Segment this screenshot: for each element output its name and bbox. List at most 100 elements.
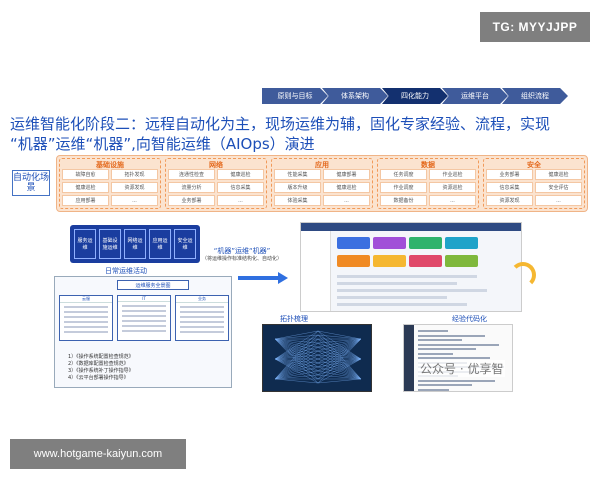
code-line	[418, 384, 472, 386]
scene-item: 健康巡检	[62, 182, 109, 193]
automation-scenes: 基础设施故障自愈拓扑发现健康巡检资源发现应用部署...网络连通性检查健康巡检流量…	[56, 155, 588, 212]
scene-item: 数据备份	[380, 195, 427, 206]
code-line	[418, 352, 453, 355]
scene-category: 数据任务调度作业巡检作业调度资源巡检数据备份...	[377, 158, 479, 209]
dash-card	[373, 255, 406, 267]
org-line	[122, 325, 166, 327]
scene-item: 健康巡检	[323, 182, 370, 193]
topology-edge	[317, 358, 362, 368]
dash-card	[445, 237, 478, 249]
scene-item: 业务部署	[486, 169, 533, 180]
scene-item: 体验采集	[274, 195, 321, 206]
scene-item: ...	[429, 195, 476, 206]
dash-card	[409, 255, 442, 267]
nav-step[interactable]: 原则与目标	[262, 88, 328, 104]
scene-item: 健康巡检	[217, 169, 264, 180]
category-name: 基础设施	[96, 161, 124, 169]
topology-edge	[317, 338, 362, 348]
org-line	[180, 321, 224, 323]
dash-row	[337, 282, 457, 285]
scene-item: 业务部署	[168, 195, 215, 206]
scene-item: 作业巡检	[429, 169, 476, 180]
topology-edge	[274, 338, 319, 372]
scene-item: 资源发现	[111, 182, 158, 193]
topology-edge	[274, 338, 319, 348]
topology-edge	[317, 338, 362, 372]
doc-item: 2）《数据库配置检查规范》	[68, 361, 129, 367]
scene-item: 信息采集	[486, 182, 533, 193]
scene-category: 安全业务部署健康巡检信息采集安全评估资源发现...	[483, 158, 585, 209]
arrow-right-icon	[238, 272, 288, 284]
topology-edge	[317, 338, 362, 368]
watermark-badge: TG: MYYJJPP	[480, 12, 590, 42]
daily-ops-label: 日常运维活动	[105, 267, 147, 275]
code-label: 经验代码化	[452, 315, 487, 323]
topology-edge	[317, 338, 362, 380]
topology-edge	[317, 358, 362, 384]
topology-edge	[317, 330, 362, 340]
org-column-head: 业务	[176, 296, 228, 303]
code-line	[418, 357, 490, 359]
org-column: 业务	[175, 295, 229, 341]
org-line	[122, 315, 166, 317]
org-line	[180, 316, 224, 318]
topology-edge	[274, 358, 319, 384]
dash-row	[337, 275, 477, 278]
topology-edge	[317, 334, 362, 340]
donut-chart	[510, 262, 536, 288]
org-line	[122, 330, 166, 332]
topology-edge	[317, 338, 362, 344]
topology-edge	[274, 338, 319, 356]
code-line	[418, 343, 499, 346]
org-line	[64, 321, 108, 323]
arrow-text: “机器”运维“机器”	[213, 247, 271, 255]
arrow-caption: “机器”运维“机器” （将运维操作标准结构化、自动化）	[196, 247, 288, 262]
topology-edge	[317, 374, 362, 380]
nav-step[interactable]: 运维平台	[442, 88, 508, 104]
topology-edge	[274, 338, 319, 352]
dashboard-screenshot	[300, 222, 522, 312]
org-line	[122, 320, 166, 322]
scene-category: 基础设施故障自愈拓扑发现健康巡检资源发现应用部署...	[59, 158, 161, 209]
topology-edge	[274, 338, 319, 364]
scene-item: ...	[323, 195, 370, 206]
scene-label: 自动化场景	[12, 170, 50, 196]
nav-step[interactable]: 组织流程	[502, 88, 568, 104]
topology-edge	[317, 338, 362, 376]
scene-item: 信息采集	[217, 182, 264, 193]
dashboard-sidebar	[301, 231, 331, 311]
dashboard-topbar	[301, 223, 521, 231]
doc-item: 1）《操作系统配置检查规范》	[68, 354, 134, 360]
topology-edge	[317, 338, 362, 352]
topology-edge	[274, 338, 319, 376]
topology-edge	[317, 378, 362, 384]
doc-item: 3）《操作系统补丁操作指导》	[68, 368, 134, 374]
scene-item: ...	[217, 195, 264, 206]
org-line	[180, 311, 224, 313]
topology-edge	[274, 338, 319, 380]
scene-item: 故障自愈	[62, 169, 109, 180]
org-line	[64, 306, 108, 308]
topology-edge	[274, 338, 319, 360]
topology-edge	[317, 338, 362, 384]
ops-category: 服务运维	[74, 229, 96, 259]
ops-category: 应用运维	[149, 229, 171, 259]
org-line	[122, 310, 166, 312]
topology-edge	[274, 374, 319, 380]
nav-step[interactable]: 四化能力	[382, 88, 448, 104]
nav-step[interactable]: 体系架构	[322, 88, 388, 104]
ops-category: 基础设施运维	[99, 229, 121, 259]
org-line	[180, 306, 224, 308]
scene-item: 拓扑发现	[111, 169, 158, 180]
scene-item: 流量分析	[168, 182, 215, 193]
code-line	[418, 339, 462, 341]
dash-card	[409, 237, 442, 249]
topology-graph	[274, 330, 362, 384]
title-line-1: 运维智能化阶段二：远程自动化为主，现场运维为辅，固化专家经验、流程，实现	[10, 115, 551, 133]
dash-row	[337, 303, 467, 306]
dash-card	[373, 237, 406, 249]
ops-category: 安全运维	[174, 229, 196, 259]
dash-row	[337, 289, 487, 292]
scene-item: 资源巡检	[429, 182, 476, 193]
